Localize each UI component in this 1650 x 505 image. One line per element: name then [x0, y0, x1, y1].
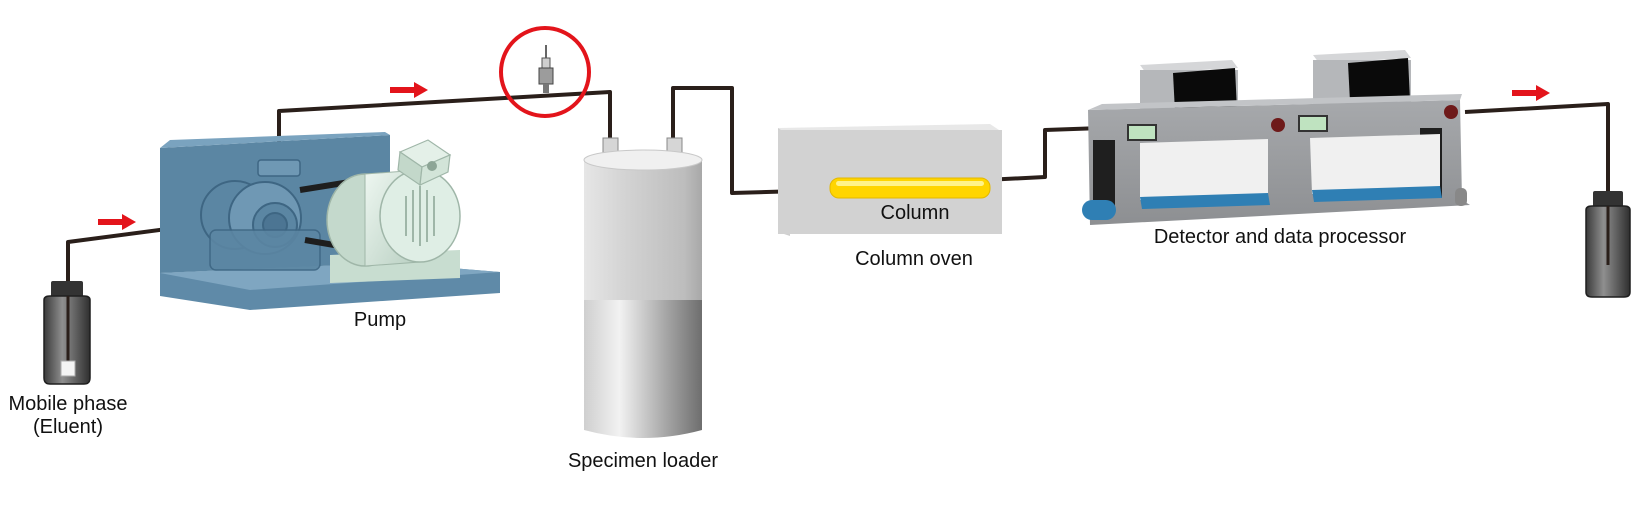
flow-arrow-icon — [98, 214, 136, 230]
column-oven-icon — [778, 124, 1002, 236]
waste-bottle-icon — [1585, 191, 1631, 298]
tube-pump-to-injector — [277, 90, 612, 160]
label-specimen-loader: Specimen loader — [567, 450, 719, 472]
label-mobile-phase: Mobile phase (Eluent) — [0, 393, 136, 439]
tubing — [66, 86, 1610, 357]
flow-arrow-icon — [390, 82, 428, 98]
label-column: Column — [880, 202, 950, 224]
pump-icon — [160, 132, 500, 310]
highlight-circle — [499, 26, 591, 118]
detector-screen — [1348, 58, 1410, 102]
tube-column-to-detector — [984, 126, 1103, 182]
injector-valve-icon — [499, 26, 591, 118]
detector-icon — [1082, 50, 1470, 225]
label-mobile-phase-line2: (Eluent) — [32, 416, 104, 438]
label-pump: Pump — [353, 309, 407, 331]
label-mobile-phase-line1: Mobile phase — [8, 393, 128, 415]
flow-arrow-icon — [1512, 85, 1550, 101]
label-detector: Detector and data processor — [1153, 226, 1407, 248]
tube-loader-to-column — [671, 86, 836, 195]
label-column-oven: Column oven — [855, 248, 973, 270]
reservoir-bottle-icon — [43, 281, 91, 385]
specimen-loader-icon — [583, 137, 703, 438]
